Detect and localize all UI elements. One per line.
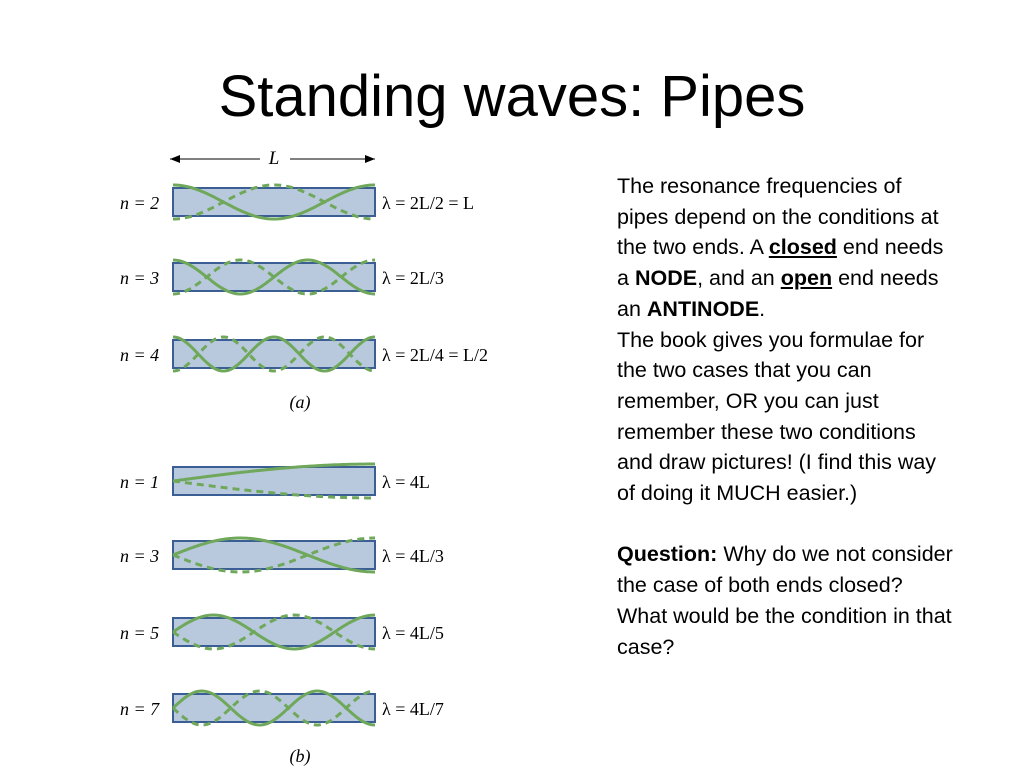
wavelength-label: λ = 4L/7 bbox=[382, 699, 444, 719]
closed-open-pipe-row: n = 5 λ = 4L/5 bbox=[120, 613, 444, 651]
length-dimension: L bbox=[170, 148, 375, 169]
pipe-body bbox=[172, 339, 376, 369]
pipe-body bbox=[172, 617, 376, 647]
mode-number-label: n = 7 bbox=[120, 699, 160, 719]
pipe-body bbox=[172, 466, 376, 496]
wave-dashed bbox=[172, 335, 376, 373]
explanation-text: The resonance frequencies of pipes depen… bbox=[617, 171, 957, 662]
closed-open-pipe-row: n = 3 λ = 4L/3 bbox=[120, 536, 444, 574]
paragraph-formulae: The book gives you formulae for the two … bbox=[617, 327, 937, 506]
antinode-term: ANTINODE bbox=[646, 296, 760, 321]
mode-number-label: n = 5 bbox=[120, 623, 159, 643]
wavelength-label: λ = 2L/3 bbox=[382, 268, 444, 288]
wave-dashed bbox=[172, 613, 376, 651]
closed-open-pipe-row: n = 7 λ = 4L/7 bbox=[120, 689, 444, 727]
mode-number-label: n = 2 bbox=[120, 193, 159, 213]
wavelength-label: λ = 2L/2 = L bbox=[382, 193, 474, 213]
question-label: Question: bbox=[617, 542, 718, 567]
mode-number-label: n = 3 bbox=[120, 546, 159, 566]
open-pipe-row: n = 3 λ = 2L/3 bbox=[120, 258, 444, 296]
wave-solid bbox=[172, 335, 376, 373]
wave-dashed bbox=[172, 258, 376, 296]
wavelength-label: λ = 2L/4 = L/2 bbox=[382, 345, 488, 365]
mode-number-label: n = 1 bbox=[120, 472, 159, 492]
panel-a-caption: (a) bbox=[290, 392, 311, 413]
node-term: NODE bbox=[634, 266, 698, 291]
slide-title: Standing waves: Pipes bbox=[218, 64, 806, 129]
closed-open-pipe-row: n = 1 λ = 4L bbox=[120, 462, 430, 500]
panel-b-caption: (b) bbox=[290, 746, 311, 767]
wave-solid bbox=[173, 183, 375, 221]
wave-dashed bbox=[171, 689, 376, 727]
wavelength-label: λ = 4L/5 bbox=[382, 623, 444, 643]
mode-number-label: n = 4 bbox=[120, 345, 159, 365]
wave-dashed bbox=[172, 479, 375, 500]
open-term: open bbox=[780, 266, 833, 291]
pipe-rows: n = 2 λ = 2L/2 = L n = 3 λ = 2L/3 n = 4 λ = 2… bbox=[120, 183, 488, 767]
wave-solid bbox=[172, 462, 375, 483]
wavelength-label: λ = 4L/3 bbox=[382, 546, 444, 566]
pipe-body bbox=[172, 693, 376, 723]
length-label: L bbox=[268, 148, 280, 169]
mode-number-label: n = 3 bbox=[120, 268, 159, 288]
open-pipe-row: n = 2 λ = 2L/2 = L bbox=[120, 183, 474, 221]
wave-dashed bbox=[173, 183, 375, 221]
wave-solid bbox=[172, 536, 375, 574]
paragraph-conditions: The resonance frequencies of pipes depen… bbox=[617, 174, 944, 321]
wave-solid bbox=[171, 689, 376, 727]
standing-wave-figure: L n = 2 λ = 2L/2 = L n = 3 λ = 2L/3 n = 4 λ =… bbox=[120, 148, 488, 767]
wavelength-label: λ = 4L bbox=[382, 472, 430, 492]
wave-solid bbox=[172, 613, 376, 651]
open-pipe-row: n = 4 λ = 2L/4 = L/2 bbox=[120, 335, 488, 373]
closed-term: closed bbox=[768, 235, 837, 260]
paragraph-question: Question: Why do we not consider the cas… bbox=[617, 542, 953, 659]
